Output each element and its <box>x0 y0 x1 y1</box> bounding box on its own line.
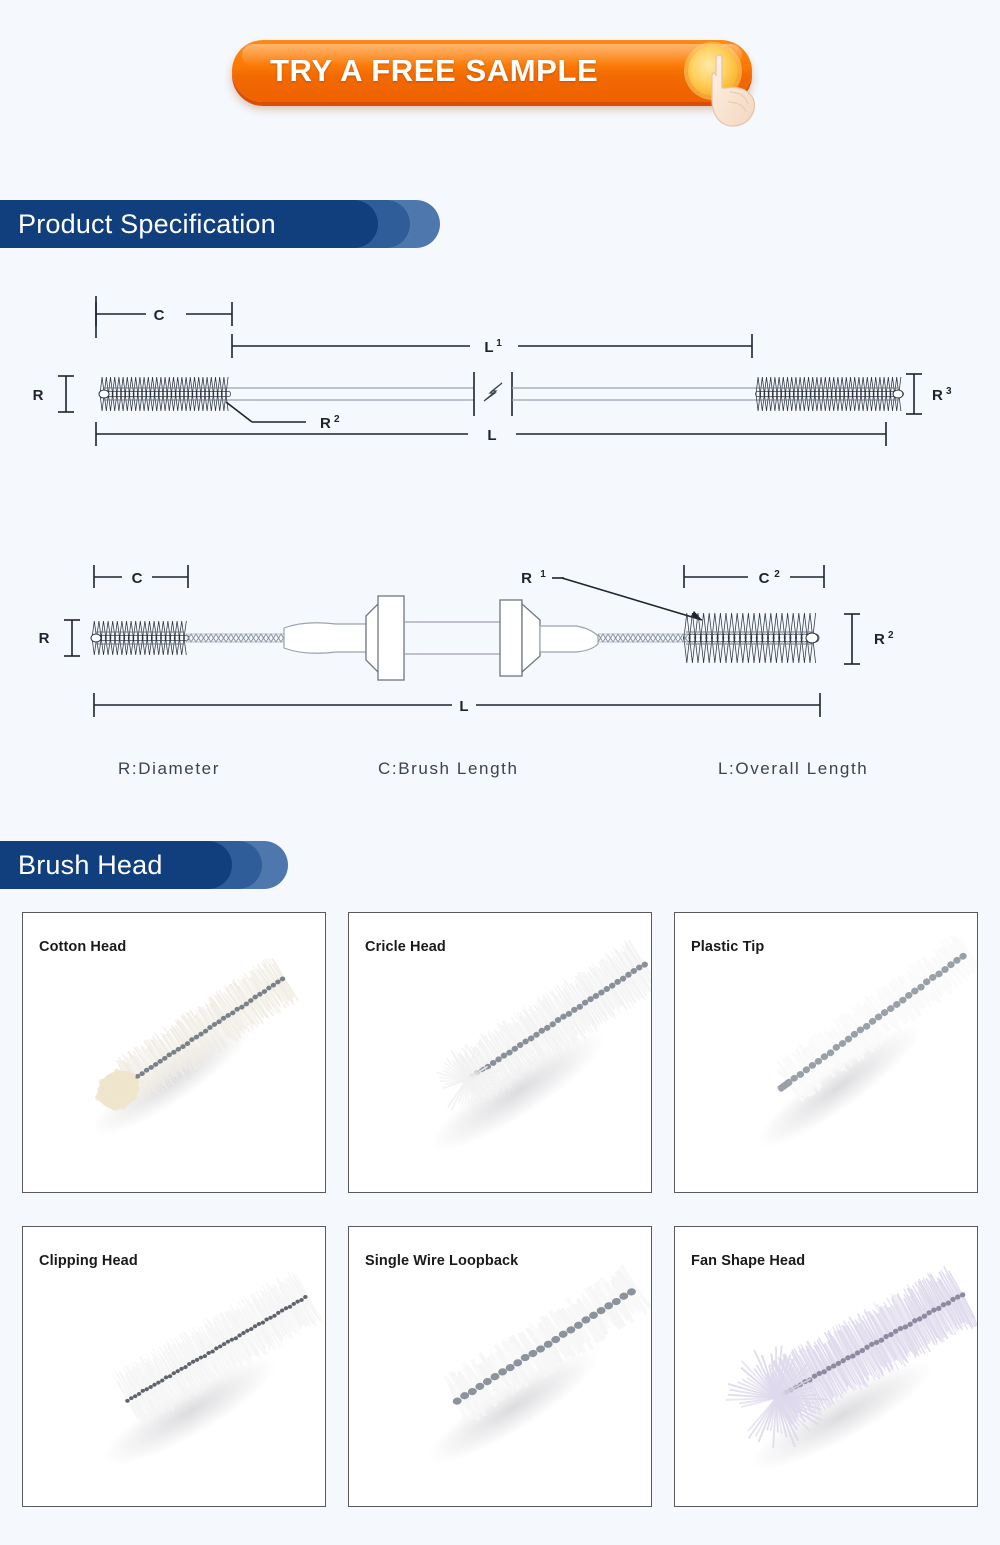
label-r3-top: R <box>932 387 943 404</box>
label-c-bottom: C <box>132 570 143 587</box>
label-r1-bottom-sup: 1 <box>540 569 546 580</box>
label-l-bottom: L <box>459 698 468 715</box>
plastic-tip-brush-photo <box>757 935 977 1148</box>
cotton-tip-brush-photo <box>92 957 299 1137</box>
label-c2-bottom: C <box>759 570 770 587</box>
label-r-top-left: R <box>33 387 44 404</box>
header-layer-dark <box>0 200 378 248</box>
card-title: Fan Shape Head <box>691 1253 806 1269</box>
legend-brush-length: C:Brush Length <box>378 759 519 778</box>
pointing-hand-cursor-icon <box>711 54 756 127</box>
label-r1-bottom: R <box>521 570 532 587</box>
clipping-head-brush-photo <box>103 1271 324 1466</box>
single-wire-loopback-photo <box>427 1264 651 1464</box>
label-r2-top-sup: 2 <box>334 414 340 425</box>
try-free-sample-button[interactable]: TRY A FREE SAMPLE <box>232 40 752 102</box>
label-r2-bottom-sup: 2 <box>888 630 894 641</box>
cta-banner: TRY A FREE SAMPLE <box>0 0 1000 150</box>
brush-head-card-fan-shape-head[interactable]: Fan Shape Head <box>674 1226 978 1507</box>
brush-head-grid: Cotton Head Cricle Head Plastic Tip Clip… <box>22 912 978 1507</box>
card-title: Cricle Head <box>365 939 446 955</box>
circle-head-brush-photo <box>430 939 651 1152</box>
product-specification-diagrams: C L 1 R R 2 R 3 L C C 2 R R 1 R 2 L R:Di… <box>0 270 1000 810</box>
label-l1-top: L <box>484 339 493 356</box>
brush-head-card-cricle-head[interactable]: Cricle Head <box>348 912 652 1193</box>
label-r2-top: R <box>320 415 331 432</box>
brush-head-card-single-wire-loopback[interactable]: Single Wire Loopback <box>348 1226 652 1507</box>
card-title: Cotton Head <box>39 939 127 955</box>
brush-head-card-clipping-head[interactable]: Clipping Head <box>22 1226 326 1507</box>
label-l1-sup: 1 <box>496 338 502 349</box>
fan-shape-head-brush-photo <box>725 1265 977 1470</box>
label-r-bottom-left: R <box>39 630 50 647</box>
label-c2-sup: 2 <box>774 569 780 580</box>
card-title: Clipping Head <box>39 1253 138 1269</box>
brush-head-card-plastic-tip[interactable]: Plastic Tip <box>674 912 978 1193</box>
page-title-brush-head: Brush Head <box>18 849 163 880</box>
label-r2-bottom: R <box>874 631 885 648</box>
card-title: Single Wire Loopback <box>365 1253 519 1269</box>
label-r3-top-sup: 3 <box>946 386 952 397</box>
legend-overall-length: L:Overall Length <box>718 759 868 778</box>
cta-label: TRY A FREE SAMPLE <box>270 53 599 88</box>
header-layer-dark <box>0 841 232 889</box>
legend-diameter: R:Diameter <box>118 759 220 778</box>
brush-head-card-cotton-head[interactable]: Cotton Head <box>22 912 326 1193</box>
label-l-top: L <box>487 427 496 444</box>
page-title-product-specification: Product Specification <box>18 208 276 239</box>
spec-diagram-svg: C L 1 R R 2 R 3 L C C 2 R R 1 R 2 L R:Di… <box>33 296 952 778</box>
label-c-top: C <box>154 307 165 324</box>
card-title: Plastic Tip <box>691 939 765 955</box>
